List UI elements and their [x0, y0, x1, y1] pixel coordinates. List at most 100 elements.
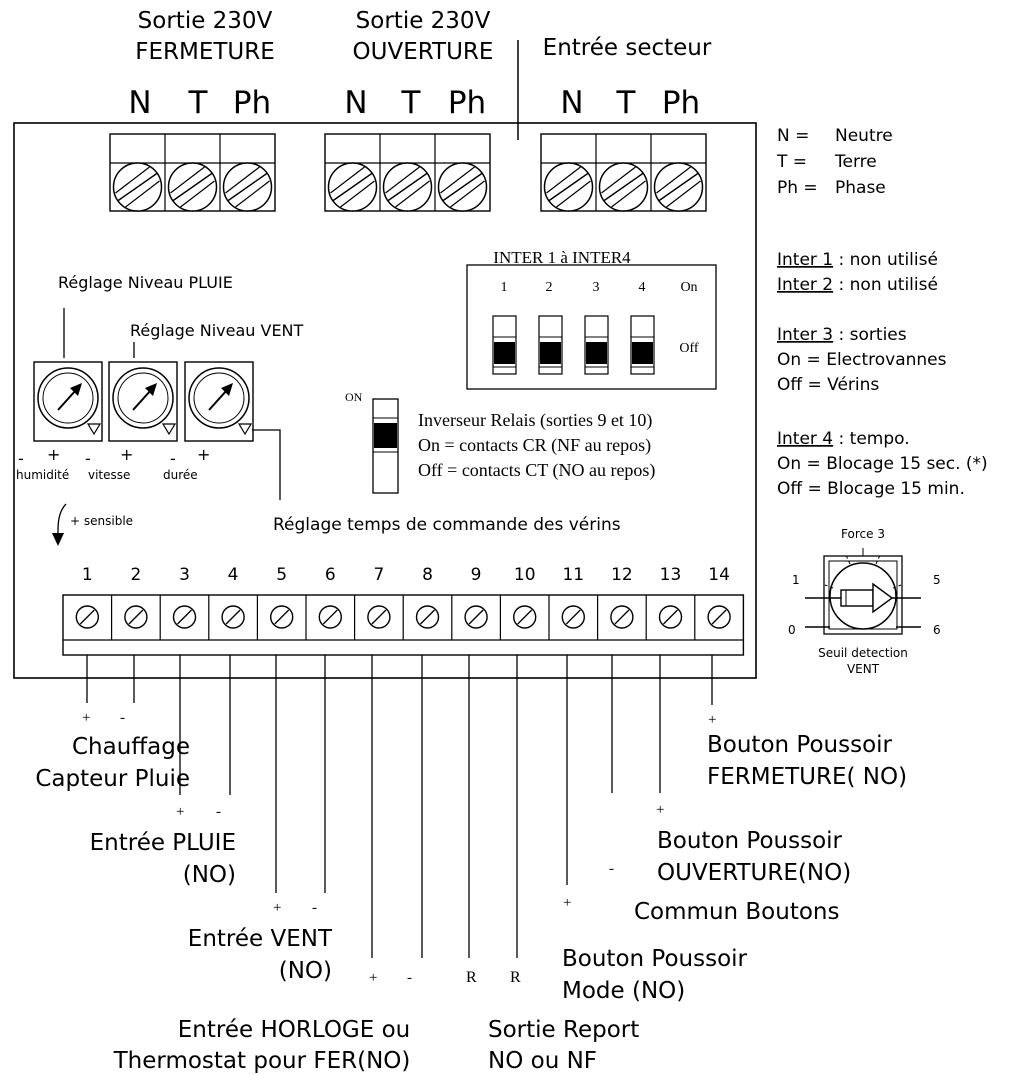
fermeture-label-2: FERMETURE( NO) — [707, 764, 907, 790]
terminal-number: 11 — [562, 565, 584, 585]
relay-on-mark: ON — [345, 390, 363, 404]
label-temps-commande: Réglage temps de commande des vérins — [273, 515, 621, 535]
pluie-label-2: (NO) — [183, 862, 236, 888]
relay-text-1: Inverseur Relais (sorties 9 et 10) — [418, 410, 652, 431]
horloge-label-2: Thermostat pour FER(NO) — [113, 1048, 411, 1074]
dial-caption-1: Seuil detection — [818, 646, 908, 660]
dip-number: 1 — [501, 280, 508, 295]
inter3-off: Off = Vérins — [777, 375, 879, 395]
relay-text-3: Off = contacts CT (NO au repos) — [418, 460, 655, 481]
letter-n: N — [128, 85, 151, 121]
pot-plus: + — [197, 445, 210, 464]
dip-switch-knob — [632, 342, 653, 364]
label-reglage-vent: Réglage Niveau VENT — [130, 321, 304, 340]
chauffage-plus: + — [82, 710, 90, 726]
pot-plus: + — [120, 445, 133, 464]
pot-plus: + — [47, 445, 60, 464]
dial-mark-0: 0 — [788, 623, 796, 637]
letter-ph: Ph — [662, 85, 700, 121]
dip-off-label: Off — [679, 341, 699, 356]
control-board — [13, 122, 757, 679]
terminal-number: 7 — [373, 565, 384, 585]
mode-plus: + — [563, 895, 571, 911]
legend-ph-key: Ph = — [777, 178, 818, 198]
pot-caption-vitesse: vitesse — [88, 468, 130, 482]
pluie-label-1: Entrée PLUIE — [90, 830, 236, 856]
letter-ph: Ph — [448, 85, 486, 121]
dip-switch-knob — [586, 342, 607, 364]
pluie-minus: - — [216, 804, 221, 820]
pot-caption-humidite: humidité — [16, 468, 69, 482]
dip-switches — [492, 315, 655, 375]
letter-n: N — [560, 85, 583, 121]
horloge-minus: - — [407, 970, 412, 986]
ouverture-plus: + — [656, 802, 664, 818]
report-r2: R — [510, 969, 521, 986]
pot-minus: - — [85, 449, 91, 468]
inter2-note: Inter 2 : non utilisé — [777, 275, 938, 295]
terminal-number: 14 — [708, 565, 730, 585]
dip-title: INTER 1 à INTER4 — [493, 248, 631, 267]
duree-pointer-line — [252, 429, 281, 500]
inter4-off: Off = Blocage 15 min. — [777, 479, 965, 499]
relay-text-2: On = contacts CR (NF au repos) — [418, 435, 651, 456]
mode-label-1: Bouton Poussoir — [562, 946, 748, 972]
label-fermeture-line1: Sortie 230V — [138, 8, 273, 34]
dip-number: 2 — [546, 280, 553, 295]
chauffage-label-2: Capteur Pluie — [35, 766, 190, 792]
horloge-label-1: Entrée HORLOGE ou — [178, 1017, 410, 1043]
legend-ph-value: Phase — [835, 178, 886, 198]
dial-caption-2: VENT — [847, 662, 880, 676]
terminal-number: 9 — [471, 565, 482, 585]
dip-number: 3 — [593, 280, 600, 295]
terminal-number: 10 — [514, 565, 536, 585]
terminal-number: 8 — [422, 565, 433, 585]
label-entree-secteur: Entrée secteur — [543, 35, 712, 61]
dial-mark-6: 6 — [933, 623, 941, 637]
pluie-plus: + — [176, 804, 184, 820]
horloge-plus: + — [369, 970, 377, 986]
letter-t: T — [188, 85, 209, 121]
label-ouverture-line2: OUVERTURE — [353, 39, 494, 65]
inter1-note: Inter 1 : non utilisé — [777, 250, 938, 270]
letter-ph: Ph — [233, 85, 271, 121]
terminal-number: 1 — [82, 565, 93, 585]
terminal-wires — [86, 655, 713, 958]
pot-minus: - — [170, 449, 176, 468]
legend-t-value: Terre — [834, 152, 877, 172]
letter-n: N — [344, 85, 367, 121]
label-plus-sensible: + sensible — [70, 514, 133, 528]
pot-minus: - — [18, 449, 24, 468]
dial-title: Force 3 — [841, 527, 885, 541]
terminal-number: 13 — [660, 565, 682, 585]
sensible-arrow — [57, 503, 67, 535]
terminal-number: 4 — [228, 565, 239, 585]
vent-label-2: (NO) — [279, 958, 332, 984]
dip-number: 4 — [639, 280, 646, 295]
fermeture-label-1: Bouton Poussoir — [707, 732, 893, 758]
report-label-2: NO ou NF — [488, 1048, 597, 1074]
letter-t: T — [616, 85, 637, 121]
letter-t: T — [401, 85, 422, 121]
dip-on-label: On — [680, 280, 697, 295]
bottom-terminal-strip — [62, 594, 745, 656]
ouverture-label-2: OUVERTURE(NO) — [657, 860, 851, 886]
label-reglage-pluie: Réglage Niveau PLUIE — [58, 273, 233, 292]
commun-minus: - — [609, 861, 614, 877]
label-fermeture-line2: FERMETURE — [135, 39, 275, 65]
relay-switch-knob — [374, 423, 397, 448]
dial-mark-5: 5 — [933, 573, 941, 587]
legend-n-value: Neutre — [835, 126, 893, 146]
wind-threshold-dial: Force 3 1 5 0 6 Seuil detection VENT — [788, 527, 941, 676]
top-terminal-blocks — [109, 133, 707, 212]
report-label-1: Sortie Report — [488, 1017, 639, 1043]
dial-mark-1: 1 — [792, 573, 800, 587]
dip-switch-block — [466, 264, 717, 390]
legend-n-key: N = — [777, 126, 809, 146]
terminal-number: 6 — [325, 565, 336, 585]
mode-label-2: Mode (NO) — [562, 978, 685, 1004]
chauffage-label-1: Chauffage — [72, 734, 190, 760]
inter4-note: Inter 4 : tempo. — [777, 429, 910, 449]
